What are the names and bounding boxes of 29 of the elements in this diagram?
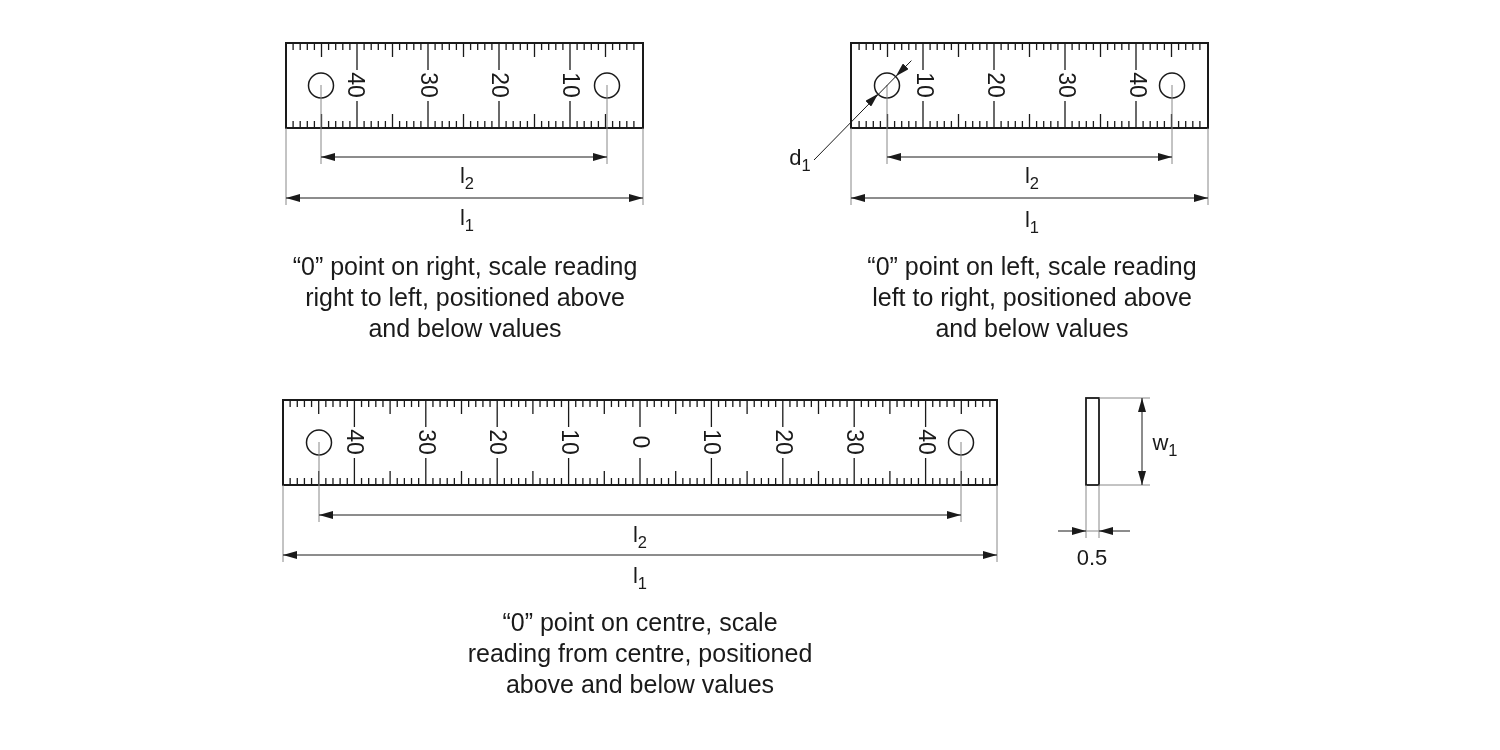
caption-text: “0” point on centre, scale reading from centre, positioned above and below values bbox=[466, 606, 814, 700]
dimension-label: l$_{2}$ bbox=[459, 164, 475, 192]
caption-text: “0” point on right, scale reading right to left, positioned above and below values bbox=[291, 250, 639, 344]
scale-number: 30 bbox=[1054, 72, 1078, 98]
dimension-label: d$_{1}$ bbox=[789, 146, 811, 174]
dimension-label: 0.5 bbox=[1076, 547, 1108, 569]
scale-number: 30 bbox=[416, 72, 440, 98]
scale-number: 40 bbox=[342, 429, 366, 455]
scale-number: 20 bbox=[771, 429, 795, 455]
scale-number: 30 bbox=[842, 429, 866, 455]
dimension-label: l$_{1}$ bbox=[632, 564, 648, 592]
dimension-label: l$_{2}$ bbox=[632, 523, 648, 551]
scale-number: 0 bbox=[628, 435, 652, 449]
dimension-label: w$_{1}$ bbox=[1152, 431, 1178, 459]
scale-number: 10 bbox=[558, 72, 582, 98]
scale-number: 20 bbox=[983, 72, 1007, 98]
dimension-label: l$_{1}$ bbox=[459, 206, 475, 234]
scale-number: 40 bbox=[343, 72, 367, 98]
dimension-label: l$_{1}$ bbox=[1024, 208, 1040, 236]
dimension-label: l$_{2}$ bbox=[1024, 164, 1040, 192]
scale-number: 10 bbox=[912, 72, 936, 98]
scale-number: 10 bbox=[557, 429, 581, 455]
scale-number: 40 bbox=[1125, 72, 1149, 98]
scale-number: 30 bbox=[414, 429, 438, 455]
caption-text: “0” point on left, scale reading left to right, positioned above and below values bbox=[866, 250, 1198, 344]
scale-number: 40 bbox=[914, 429, 938, 455]
scale-number: 20 bbox=[485, 429, 509, 455]
scale-number: 20 bbox=[487, 72, 511, 98]
scale-number: 10 bbox=[699, 429, 723, 455]
